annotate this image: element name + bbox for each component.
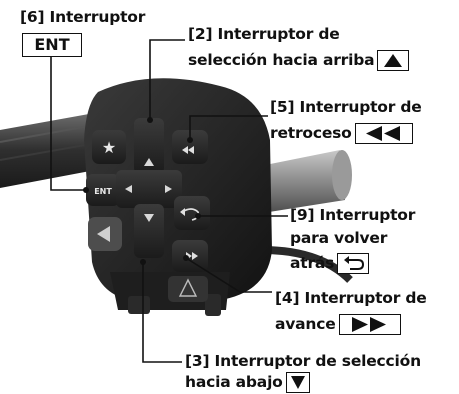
back-switch-label-line1: [9] Interruptor <box>290 206 416 224</box>
hazard-icon <box>178 278 198 297</box>
up-arrow-box <box>377 50 410 71</box>
down-switch-label-text: hacia abajo <box>185 373 283 391</box>
back-box <box>337 253 370 274</box>
up-switch-label-text: selección hacia arriba <box>188 51 375 69</box>
ent-button-label: ENT <box>94 187 112 196</box>
rewind-box <box>354 123 413 144</box>
rewind-icon <box>182 146 194 154</box>
up-arrow-icon <box>384 54 403 67</box>
down-switch-label-line2: hacia abajo <box>185 372 310 393</box>
horn-button <box>88 217 122 251</box>
rewind-icon <box>365 126 400 141</box>
joystick-right-icon <box>165 185 172 193</box>
leader-lines <box>50 39 288 363</box>
fast-forward-icon <box>351 317 386 332</box>
joystick-down-icon <box>144 214 154 222</box>
back-switch-label-text: atrás <box>290 254 335 272</box>
joystick <box>116 118 182 258</box>
forward-switch-label-line2: avance <box>275 314 401 335</box>
joystick-left-icon <box>125 185 132 193</box>
star-button: ★ <box>92 130 126 164</box>
back-icon <box>344 256 365 270</box>
leader-dots <box>83 117 201 265</box>
up-switch-label-line2: selección hacia arriba <box>188 50 410 71</box>
down-arrow-icon <box>290 376 305 389</box>
down-switch-label-line1: [3] Interruptor de selección <box>185 352 421 370</box>
forward-switch-label-text: avance <box>275 315 336 333</box>
handlebar-tube <box>250 150 352 215</box>
rewind-button <box>172 130 208 164</box>
joystick-up-icon <box>144 158 154 166</box>
back-button <box>174 196 210 230</box>
ent-switch-title: [6] Interruptor <box>20 8 146 26</box>
back-switch-label-line2: para volver <box>290 229 388 247</box>
rewind-switch-label-line1: [5] Interruptor de <box>270 98 422 116</box>
forward-button <box>172 240 208 272</box>
rewind-switch-label-text: retroceso <box>270 124 352 142</box>
down-arrow-box <box>285 372 310 393</box>
rewind-switch-label-line2: retroceso <box>270 123 413 144</box>
forward-switch-label-line1: [4] Interruptor de <box>275 289 427 307</box>
ent-switch-box: ENT <box>22 33 82 57</box>
cable <box>261 246 353 283</box>
hazard-button <box>168 276 208 302</box>
horn-icon <box>97 226 110 242</box>
up-switch-label-line1: [2] Interruptor de <box>188 25 340 43</box>
back-icon <box>181 208 200 221</box>
back-switch-label-line3: atrás <box>290 253 370 274</box>
ent-button: ENT <box>86 174 120 206</box>
forward-box <box>338 314 401 335</box>
star-icon: ★ <box>102 138 116 157</box>
